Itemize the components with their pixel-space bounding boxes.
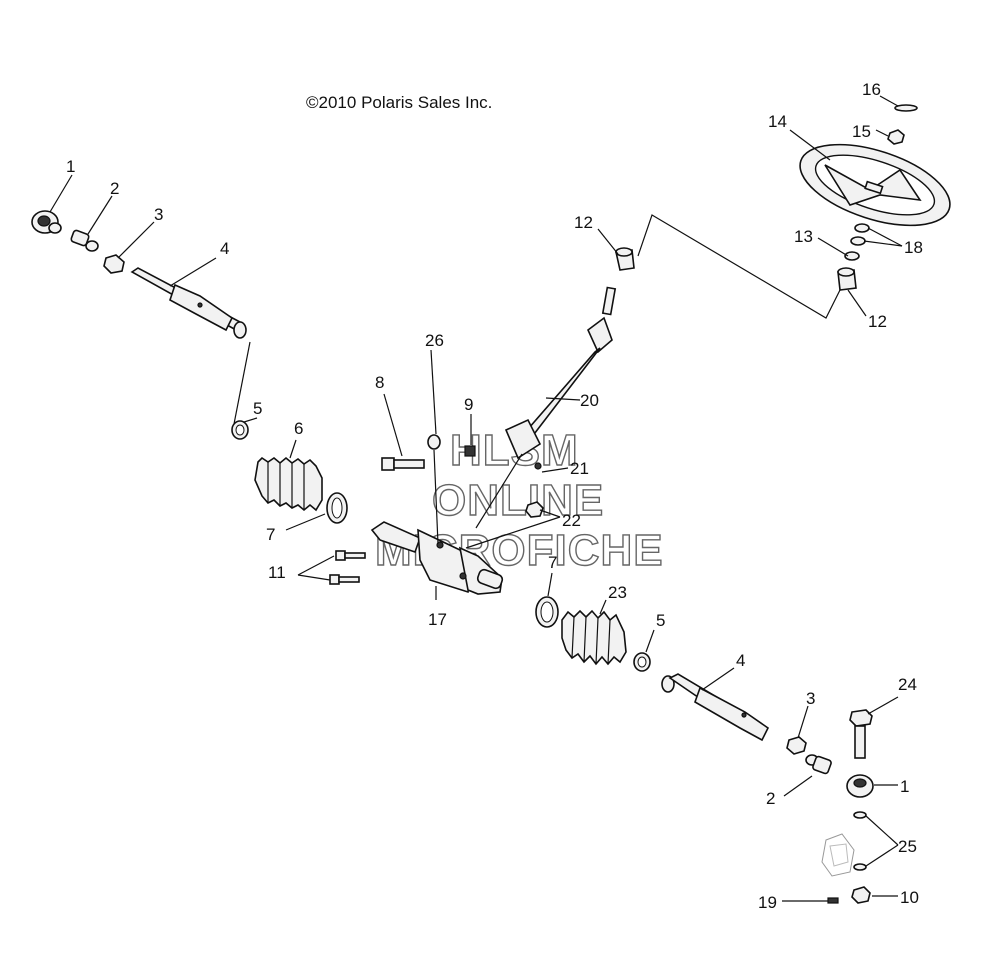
callout-12-upper: 12 bbox=[574, 213, 593, 232]
callout-13: 13 bbox=[794, 227, 813, 246]
boot-left bbox=[254, 456, 323, 512]
callout-18: 18 bbox=[904, 238, 923, 257]
bushing-12-lower bbox=[837, 267, 857, 291]
clamp-ring-right bbox=[535, 596, 559, 628]
callout-7-right: 7 bbox=[548, 553, 557, 572]
steering-rack bbox=[370, 521, 504, 595]
callout-3-right: 3 bbox=[806, 689, 815, 708]
bracket-line-12 bbox=[637, 214, 841, 319]
callout-23: 23 bbox=[608, 583, 627, 602]
inner-tie-rod-left bbox=[130, 267, 247, 339]
callout-4: 4 bbox=[220, 239, 229, 258]
callout-17: 17 bbox=[428, 610, 447, 629]
jam-nut-left bbox=[70, 229, 99, 252]
tie-rod-end-right bbox=[846, 774, 874, 798]
mount-bolts-11 bbox=[329, 550, 366, 585]
callout-5: 5 bbox=[253, 399, 262, 418]
bolt-9 bbox=[464, 445, 476, 457]
boot-right bbox=[561, 609, 627, 666]
callout-14: 14 bbox=[768, 112, 787, 131]
washers-25 bbox=[853, 811, 867, 871]
nut-left bbox=[103, 254, 125, 274]
callout-16: 16 bbox=[862, 80, 881, 99]
knuckle-outline bbox=[821, 833, 855, 877]
clamp-ring-left bbox=[231, 420, 249, 440]
callout-1: 1 bbox=[66, 157, 75, 176]
nut-22 bbox=[525, 501, 544, 518]
callout-3: 3 bbox=[154, 205, 163, 224]
callout-26: 26 bbox=[425, 331, 444, 350]
callout-20: 20 bbox=[580, 391, 599, 410]
leader-lines bbox=[49, 95, 903, 897]
callout-21: 21 bbox=[570, 459, 589, 478]
callout-12-lower: 12 bbox=[868, 312, 887, 331]
callout-2: 2 bbox=[110, 179, 119, 198]
watermark-line-2: ONLINE bbox=[432, 476, 604, 525]
callout-2-right: 2 bbox=[766, 789, 775, 808]
callout-9: 9 bbox=[464, 395, 473, 414]
callout-10: 10 bbox=[900, 888, 919, 907]
tie-rod-end-left bbox=[31, 210, 62, 234]
inner-tie-rod-right bbox=[661, 673, 770, 742]
nut-right bbox=[786, 736, 807, 755]
bolt-8 bbox=[381, 457, 425, 471]
callout-19: 19 bbox=[758, 893, 777, 912]
nut-15 bbox=[887, 129, 905, 145]
callout-4-right: 4 bbox=[736, 651, 745, 670]
callout-11: 11 bbox=[268, 563, 286, 582]
washers-18 bbox=[844, 223, 870, 261]
washer-26 bbox=[427, 434, 441, 450]
callout-22: 22 bbox=[562, 511, 581, 530]
callout-25: 25 bbox=[898, 837, 917, 856]
callout-8: 8 bbox=[375, 373, 384, 392]
clamp-ring-right-2 bbox=[633, 652, 651, 672]
callout-15: 15 bbox=[852, 122, 871, 141]
steering-wheel bbox=[799, 143, 951, 227]
cap-16 bbox=[894, 104, 918, 112]
cotter-pin-19 bbox=[782, 897, 839, 904]
steering-shaft bbox=[504, 286, 617, 470]
callout-1-right: 1 bbox=[900, 777, 909, 796]
jam-nut-right bbox=[805, 754, 832, 775]
callout-6: 6 bbox=[294, 419, 303, 438]
nut-10 bbox=[851, 886, 871, 904]
callout-7: 7 bbox=[266, 525, 275, 544]
bushing-12-upper bbox=[615, 247, 635, 271]
clamp-ring-left-2 bbox=[326, 492, 348, 524]
callout-5-right: 5 bbox=[656, 611, 665, 630]
copyright-text: ©2010 Polaris Sales Inc. bbox=[306, 93, 492, 112]
callout-labels: 1 2 3 4 5 6 7 8 9 11 12 12 13 14 15 16 1… bbox=[66, 80, 923, 912]
callout-24: 24 bbox=[898, 675, 917, 694]
bolt-24 bbox=[849, 709, 873, 759]
